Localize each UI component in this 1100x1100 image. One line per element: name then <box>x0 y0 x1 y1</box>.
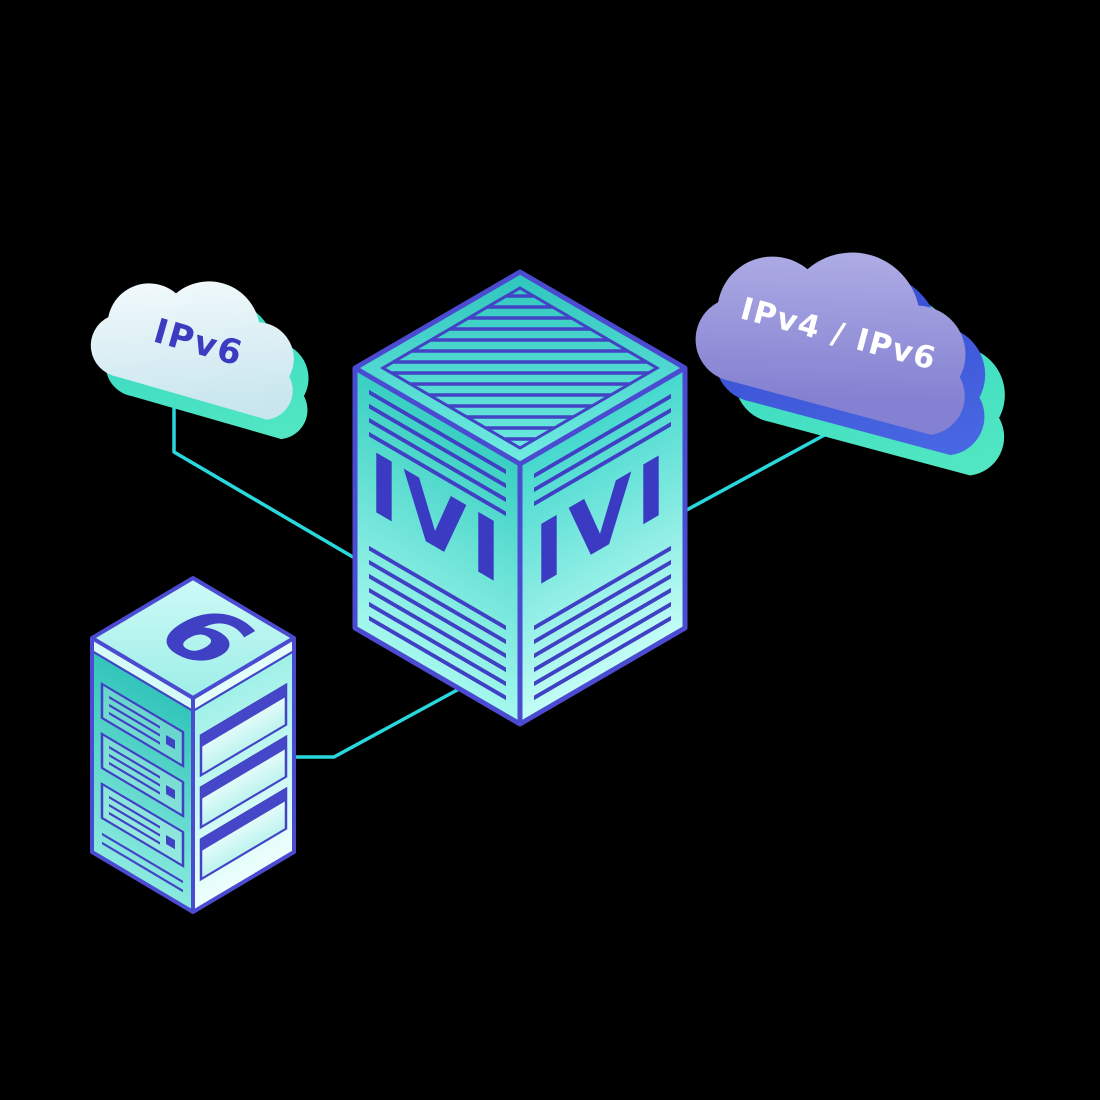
box-left-face: IVI <box>355 368 520 724</box>
box-top-face-stripes <box>384 294 656 441</box>
ivi-translator-box: IVI IVI <box>352 269 688 727</box>
box-top-face-inner-frame <box>380 286 660 450</box>
box-right-face-stripes <box>534 393 671 701</box>
ipv6-server: 6 <box>90 576 296 914</box>
connector-server-to-box <box>294 662 507 759</box>
server-right-rim <box>193 638 294 710</box>
server-left-face <box>92 638 193 912</box>
server-left-rim <box>92 638 193 710</box>
box-left-face-stripes <box>369 389 506 701</box>
server-right-face <box>193 638 294 912</box>
server-right-rim-line <box>193 649 294 713</box>
box-right-face: IVI <box>520 368 685 724</box>
box-edges <box>352 269 688 727</box>
ipv6-cloud: IPv6 <box>83 252 332 445</box>
ipv4-ipv6-cloud: IPv4 / IPv6 <box>686 216 1035 482</box>
server-left-rim-line <box>92 649 193 713</box>
server-left-vents <box>102 832 183 893</box>
server-edges <box>90 576 296 914</box>
